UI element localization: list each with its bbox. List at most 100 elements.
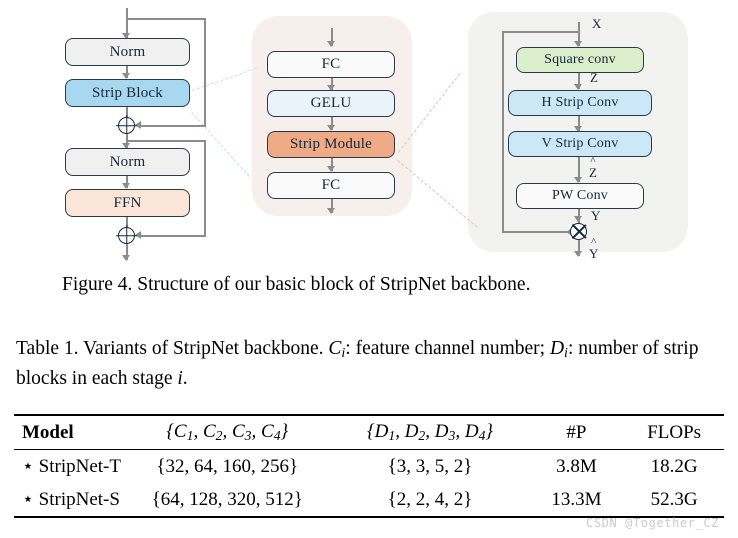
- row-model-name: StripNet-S: [38, 489, 120, 510]
- node-norm-1-label: Norm: [109, 43, 146, 60]
- right-output-line: [578, 240, 580, 256]
- right-arrow-h-v: [574, 126, 582, 132]
- node-fc-2[interactable]: FC: [267, 172, 395, 199]
- node-strip-module-label: Strip Module: [290, 136, 372, 152]
- right-residual-bottom-h: [502, 231, 570, 233]
- zoom-guide-blue-lower: [191, 112, 250, 177]
- node-square-conv[interactable]: Square conv: [516, 47, 644, 73]
- table-cell-params: 3.8M: [528, 449, 625, 483]
- figure-caption-number: Figure 4.: [62, 274, 133, 295]
- node-v-strip-conv-label: V Strip Conv: [541, 136, 619, 151]
- table-caption-part3: : number of strip blocks in each stage: [16, 338, 699, 390]
- left-arrow-plus1-norm2: [122, 143, 130, 149]
- right-input-arrow: [574, 41, 582, 47]
- y-hat-accent: ^: [591, 236, 597, 248]
- skip2-top-h: [126, 140, 206, 142]
- skip1-bottom-h: [140, 125, 206, 127]
- table-cell-channels: {32, 64, 160, 256}: [122, 449, 332, 483]
- left-arrow-norm1-strip: [122, 73, 130, 79]
- right-residual-v: [502, 31, 504, 232]
- node-pw-conv[interactable]: PW Conv: [516, 183, 644, 209]
- table-caption-part4: .: [182, 368, 188, 390]
- operator-add-2: [118, 227, 135, 244]
- left-arrow-norm2-ffn: [122, 183, 130, 189]
- node-norm-2[interactable]: Norm: [65, 148, 190, 176]
- right-input-line: [578, 22, 580, 46]
- node-h-strip-conv[interactable]: H Strip Conv: [508, 90, 652, 116]
- table-caption-symbol-d-sub: i: [564, 345, 568, 362]
- table-caption-symbol-c: C: [328, 338, 342, 359]
- mid-arrow-gelu-stripmod: [327, 125, 335, 131]
- node-fc-2-label: FC: [321, 177, 341, 193]
- mid-input-line: [331, 28, 333, 46]
- right-residual-top-h: [502, 31, 580, 33]
- left-input-line: [126, 8, 128, 38]
- node-norm-1[interactable]: Norm: [65, 38, 190, 66]
- table-cell-flops: 52.3G: [624, 483, 724, 518]
- left-line-norm1-strip: [126, 66, 128, 78]
- mid-line-fc1-gelu: [331, 78, 333, 90]
- watermark: CSDN @Together_CZ: [586, 516, 720, 530]
- table-caption-symbol-d: D: [549, 338, 565, 359]
- row-marker-star: ⋆: [22, 456, 34, 477]
- skip1-top-h: [126, 18, 206, 20]
- node-v-strip-conv[interactable]: V Strip Conv: [508, 131, 652, 157]
- node-pw-conv-label: PW Conv: [552, 188, 608, 203]
- node-ffn[interactable]: FFN: [65, 189, 190, 217]
- node-square-conv-label: Square conv: [544, 52, 616, 67]
- table-cell-model: ⋆ StripNet-S: [14, 483, 123, 518]
- node-fc-1[interactable]: FC: [267, 51, 395, 78]
- table-caption-symbol-i: i: [177, 368, 183, 390]
- table-header-model: Model: [14, 414, 123, 450]
- tensor-label-y-hat: ^ Y: [589, 236, 598, 262]
- node-strip-module[interactable]: Strip Module: [267, 131, 395, 158]
- operator-add-1: [118, 117, 135, 134]
- table-caption-symbol-c-sub: i: [341, 345, 346, 362]
- mid-line-stripmod-fc2: [331, 158, 333, 171]
- row-marker-star: ⋆: [22, 489, 34, 510]
- table-cell-depths: {3, 3, 5, 2}: [331, 449, 529, 483]
- figure-caption-text: Structure of our basic block of StripNet…: [137, 274, 531, 295]
- variants-table: Model {C1, C2, C3, C4} {D1, D2, D3, D4} …: [14, 414, 724, 518]
- table-header-flops: FLOPs: [624, 414, 724, 450]
- figure-diagram: Norm Strip Block Norm FFN FC GELU Strip …: [0, 0, 738, 268]
- table-header-row: Model {C1, C2, C3, C4} {D1, D2, D3, D4} …: [14, 414, 724, 450]
- node-fc-1-label: FC: [321, 56, 341, 72]
- right-arrow-v-pw: [574, 177, 582, 183]
- mid-output-arrow: [327, 208, 335, 214]
- left-input-arrow: [122, 33, 130, 39]
- right-line-square-h: [578, 73, 580, 89]
- node-strip-block-label: Strip Block: [92, 84, 163, 101]
- table-cell-model: ⋆ StripNet-T: [14, 449, 123, 483]
- row-model-name: StripNet-T: [38, 456, 121, 477]
- tensor-label-x: X: [592, 16, 602, 31]
- operator-multiply: [570, 223, 587, 240]
- table-caption-part1: Variants of StripNet backbone.: [83, 338, 324, 359]
- table-header-params: #P: [528, 414, 625, 450]
- right-arrow-square-h: [574, 84, 582, 90]
- tensor-label-z-hat: ^ Z: [589, 156, 597, 181]
- left-output-line: [126, 244, 128, 260]
- mid-arrow-fc1-gelu: [327, 85, 335, 91]
- node-gelu[interactable]: GELU: [267, 90, 395, 117]
- mid-output-line: [331, 199, 333, 213]
- figure-caption: Figure 4. Structure of our basic block o…: [62, 272, 682, 298]
- tensor-label-y: Y: [591, 208, 601, 223]
- right-residual-arrow: [566, 228, 572, 236]
- node-norm-2-label: Norm: [109, 153, 146, 170]
- right-arrow-pw-times: [574, 216, 582, 222]
- table-caption-number: Table 1.: [16, 338, 79, 359]
- left-output-arrow: [122, 255, 130, 261]
- table-cell-channels: {64, 128, 320, 512}: [122, 483, 332, 518]
- skip2-bottom-h: [140, 235, 206, 237]
- mid-arrow-stripmod-fc2: [327, 166, 335, 172]
- left-line-strip-plus1: [126, 107, 128, 118]
- node-h-strip-conv-label: H Strip Conv: [541, 95, 619, 110]
- skip2-right-v: [204, 140, 206, 236]
- table-row: ⋆ StripNet-S {64, 128, 320, 512} {2, 2, …: [14, 483, 724, 518]
- table-header-depths: {D1, D2, D3, D4}: [331, 414, 529, 450]
- left-line-ffn-plus2: [126, 217, 128, 228]
- node-strip-block[interactable]: Strip Block: [65, 79, 190, 107]
- table-cell-flops: 18.2G: [624, 449, 724, 483]
- skip1-right-v: [204, 18, 206, 126]
